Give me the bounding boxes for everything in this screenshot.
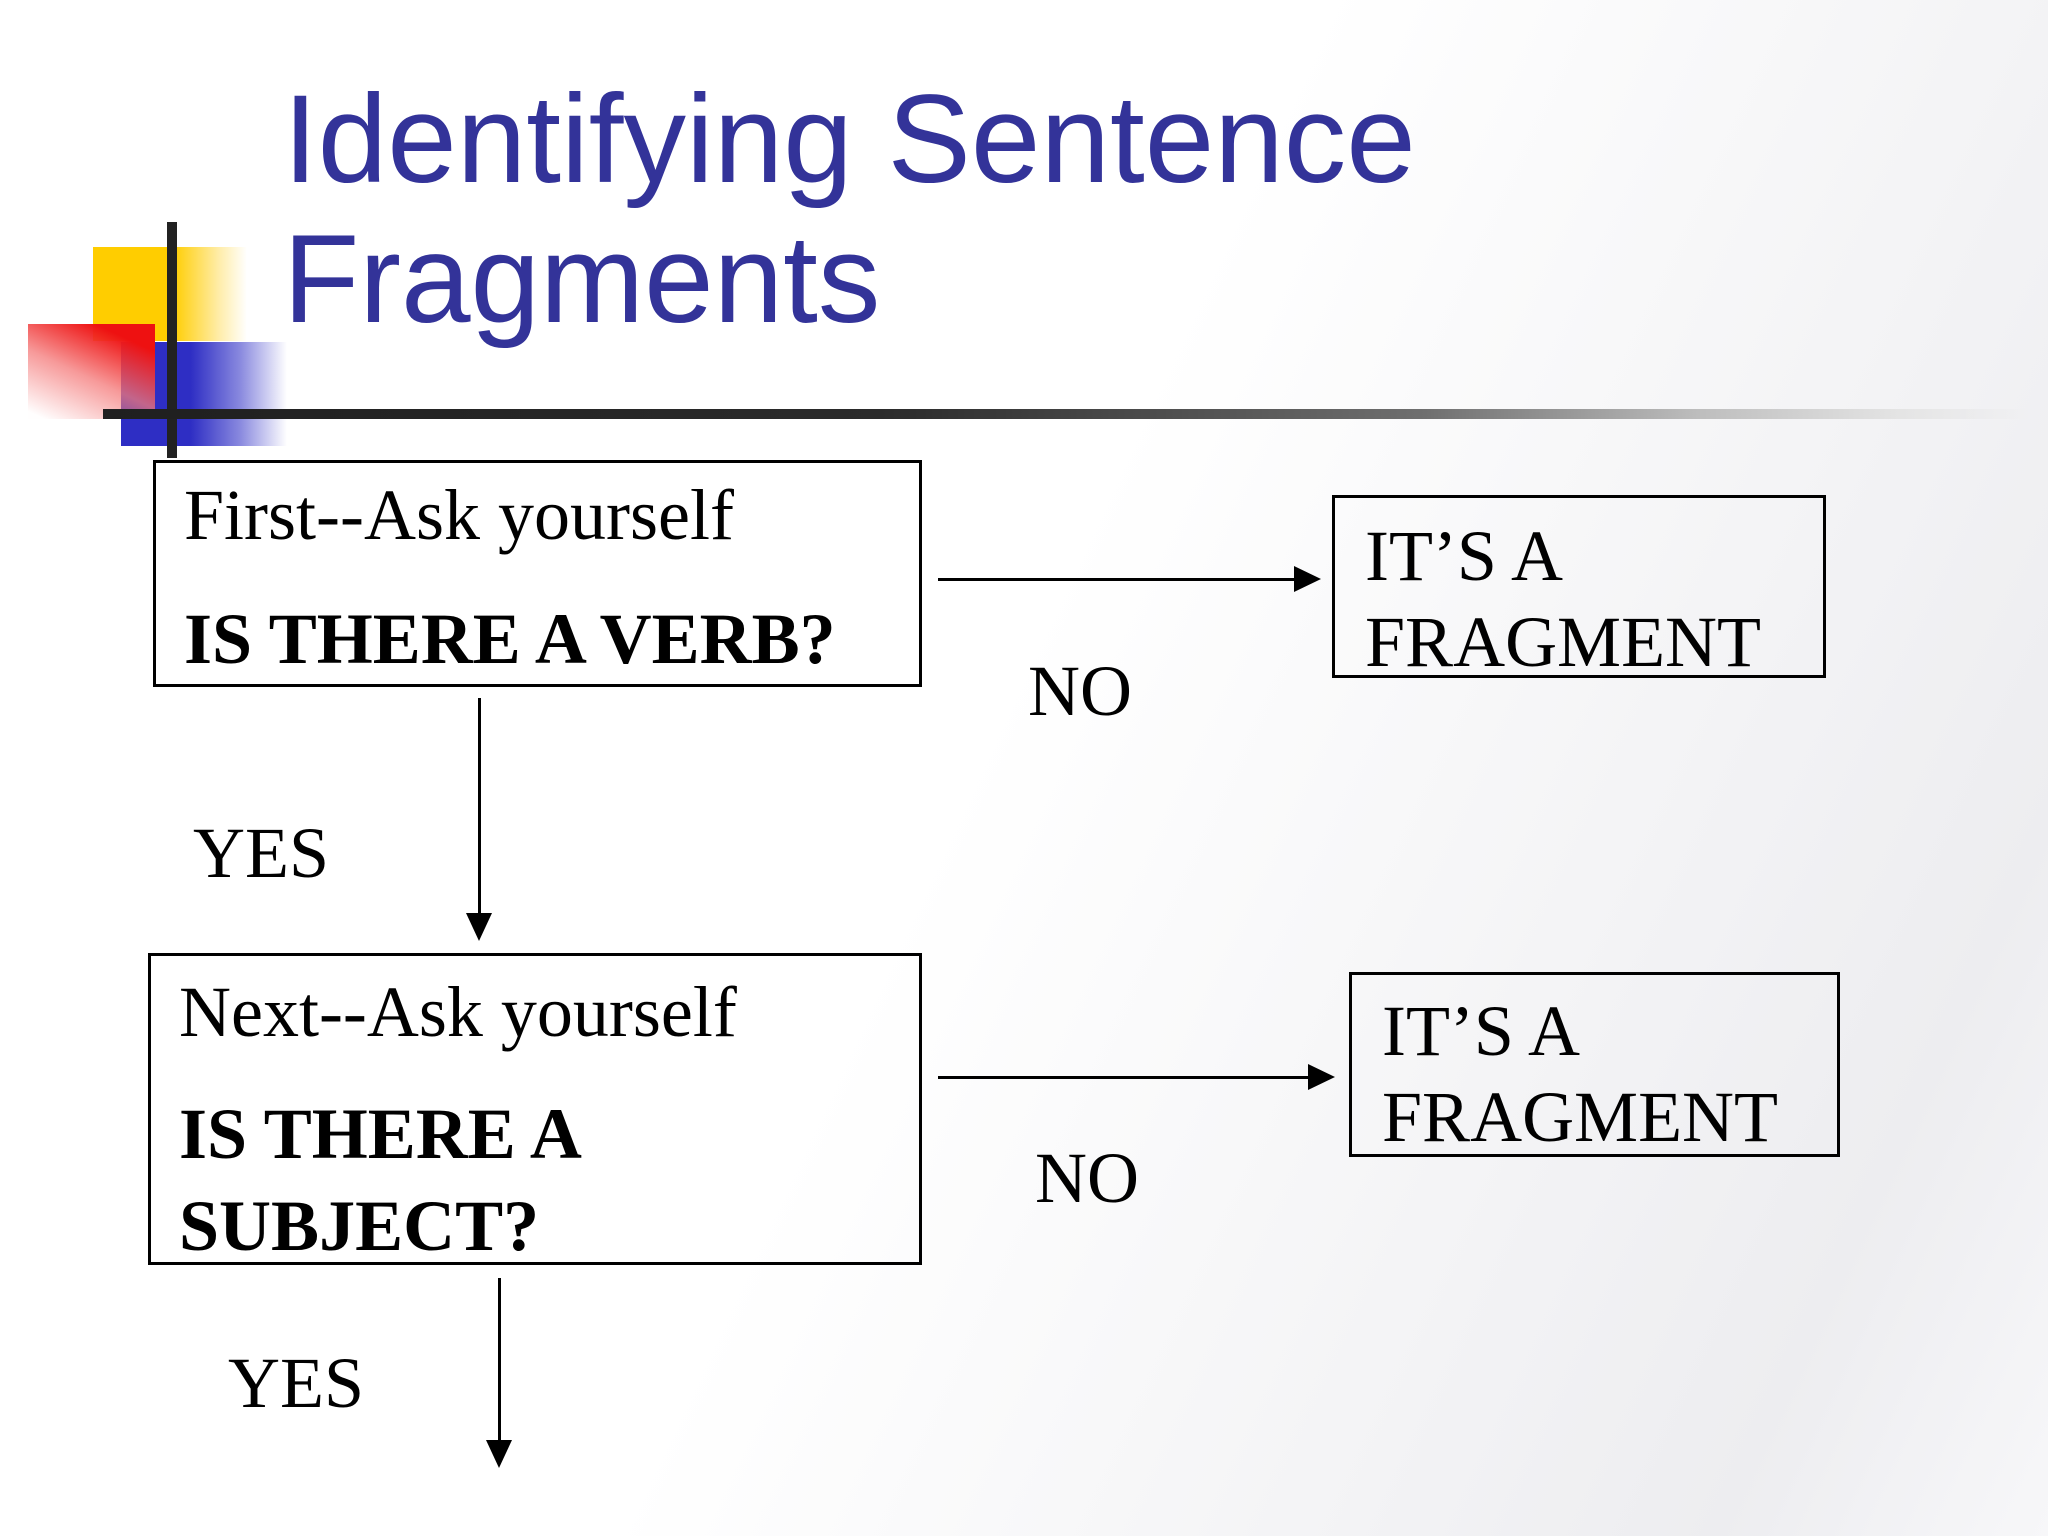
arrow-yes-2-line (498, 1278, 501, 1440)
result-box-fragment-2: IT’S A FRAGMENT (1349, 972, 1840, 1157)
arrow-yes-2-head (486, 1440, 512, 1468)
label-no-1: NO (1028, 651, 1132, 731)
question-box-verb-question: IS THERE A VERB? (184, 599, 836, 679)
result-box-2-line-1: IT’S A (1382, 991, 1580, 1071)
label-no-2: NO (1035, 1138, 1139, 1218)
label-yes-2: YES (228, 1343, 365, 1423)
arrow-no-1-head (1294, 566, 1321, 592)
question-box-verb-prompt: First--Ask yourself (184, 475, 734, 555)
question-box-verb: First--Ask yourself IS THERE A VERB? (153, 460, 922, 687)
slide-title-line-2: Fragments (283, 210, 881, 349)
result-box-fragment-1: IT’S A FRAGMENT (1332, 495, 1826, 678)
title-divider-rule (103, 409, 2048, 419)
slide-title: Identifying Sentence Fragments (283, 70, 1416, 350)
question-box-subject: Next--Ask yourself IS THERE A SUBJECT? (148, 953, 922, 1265)
slide-title-line-1: Identifying Sentence (283, 70, 1416, 209)
question-box-subject-question-line-2: SUBJECT? (179, 1186, 540, 1266)
label-yes-1: YES (193, 813, 330, 893)
question-box-subject-question-line-1: IS THERE A (179, 1094, 582, 1174)
result-box-1-line-2: FRAGMENT (1365, 602, 1762, 682)
arrow-yes-1-head (466, 913, 492, 941)
result-box-1-line-1: IT’S A (1365, 516, 1563, 596)
arrow-yes-1-line (478, 698, 481, 913)
arrow-no-2-head (1308, 1064, 1335, 1090)
decor-vertical-rule (167, 222, 177, 458)
question-box-subject-prompt: Next--Ask yourself (179, 972, 737, 1052)
arrow-no-2-line (938, 1076, 1308, 1079)
decor-red-square (28, 324, 155, 419)
result-box-2-line-2: FRAGMENT (1382, 1077, 1779, 1157)
arrow-no-1-line (938, 578, 1294, 581)
